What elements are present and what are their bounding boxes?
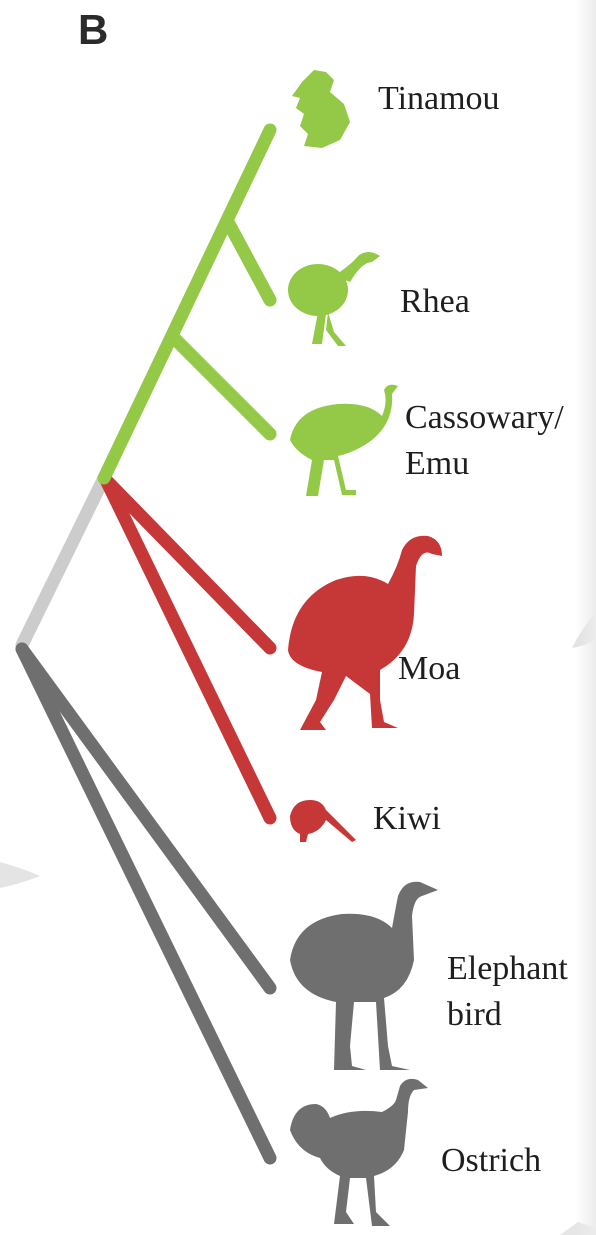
ostrich-icon [290,1079,428,1226]
taxon-label-ostrich: Ostrich [441,1138,547,1184]
taxon-label-moa: Moa [398,646,460,692]
taxon-label-cassowary-emu: Cassowary/ Emu [405,395,564,487]
branch-moa [106,480,270,648]
panel-label: B [78,6,108,54]
kiwi-icon [290,800,356,842]
branch-ostrich [22,649,270,1158]
taxon-label-kiwi: Kiwi [373,796,441,842]
branch-kiwi [106,480,270,818]
branch-rhea [228,222,270,300]
crop-edge [575,0,596,1235]
background-fragment-left [0,862,40,888]
moa-icon [288,536,442,730]
branch-cassowary-emu [172,336,270,434]
taxon-label-elephant-bird: Elephant bird [447,946,568,1038]
elephant-bird-icon [290,882,438,1070]
taxon-label-rhea: Rhea [400,279,470,325]
branch-stem [22,478,104,645]
branch-elephant-bird [22,649,270,988]
taxon-label-tinamou: Tinamou [378,76,500,122]
branch-green-main [104,130,270,478]
rhea-icon [288,252,380,346]
cassowary-emu-icon [290,385,398,496]
tinamou-icon [292,70,350,148]
